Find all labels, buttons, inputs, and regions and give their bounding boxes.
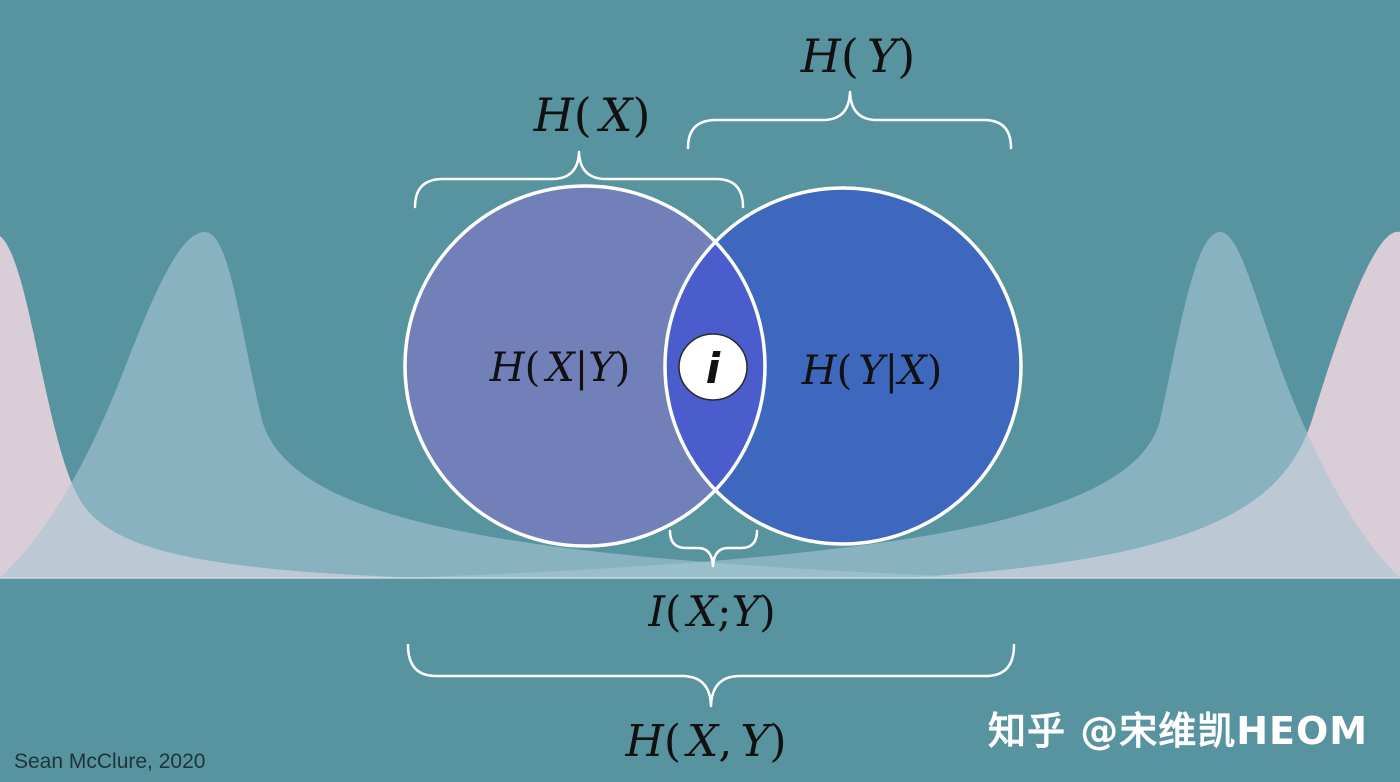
circle-hy-outline xyxy=(663,186,1023,546)
circle-hy xyxy=(665,188,1021,544)
brace-hy xyxy=(686,90,1013,150)
label-mutual-info: I(X;Y) xyxy=(647,587,775,636)
label-hx-given-y: H(X|Y) xyxy=(489,345,630,391)
brace-mutual-info xyxy=(668,529,759,568)
blue-curve-right xyxy=(400,232,1400,578)
circle-hx-outline xyxy=(403,184,767,548)
brace-hx xyxy=(413,150,745,209)
author-credit: Sean McClure, 2020 xyxy=(14,750,206,773)
label-hy-given-x: H(Y|X) xyxy=(801,348,942,394)
label-hx: H(X) xyxy=(533,88,651,142)
blue-curve-left xyxy=(0,232,1000,578)
circle-hx xyxy=(405,186,765,546)
mutual-info-badge xyxy=(678,333,748,401)
label-joint: H(X,Y) xyxy=(624,716,786,767)
zhihu-watermark: 知乎 @宋维凯HEOM xyxy=(988,709,1369,753)
intersection-symbol: i xyxy=(706,344,721,393)
brace-joint xyxy=(406,643,1016,708)
label-hy: H(Y) xyxy=(800,29,915,83)
